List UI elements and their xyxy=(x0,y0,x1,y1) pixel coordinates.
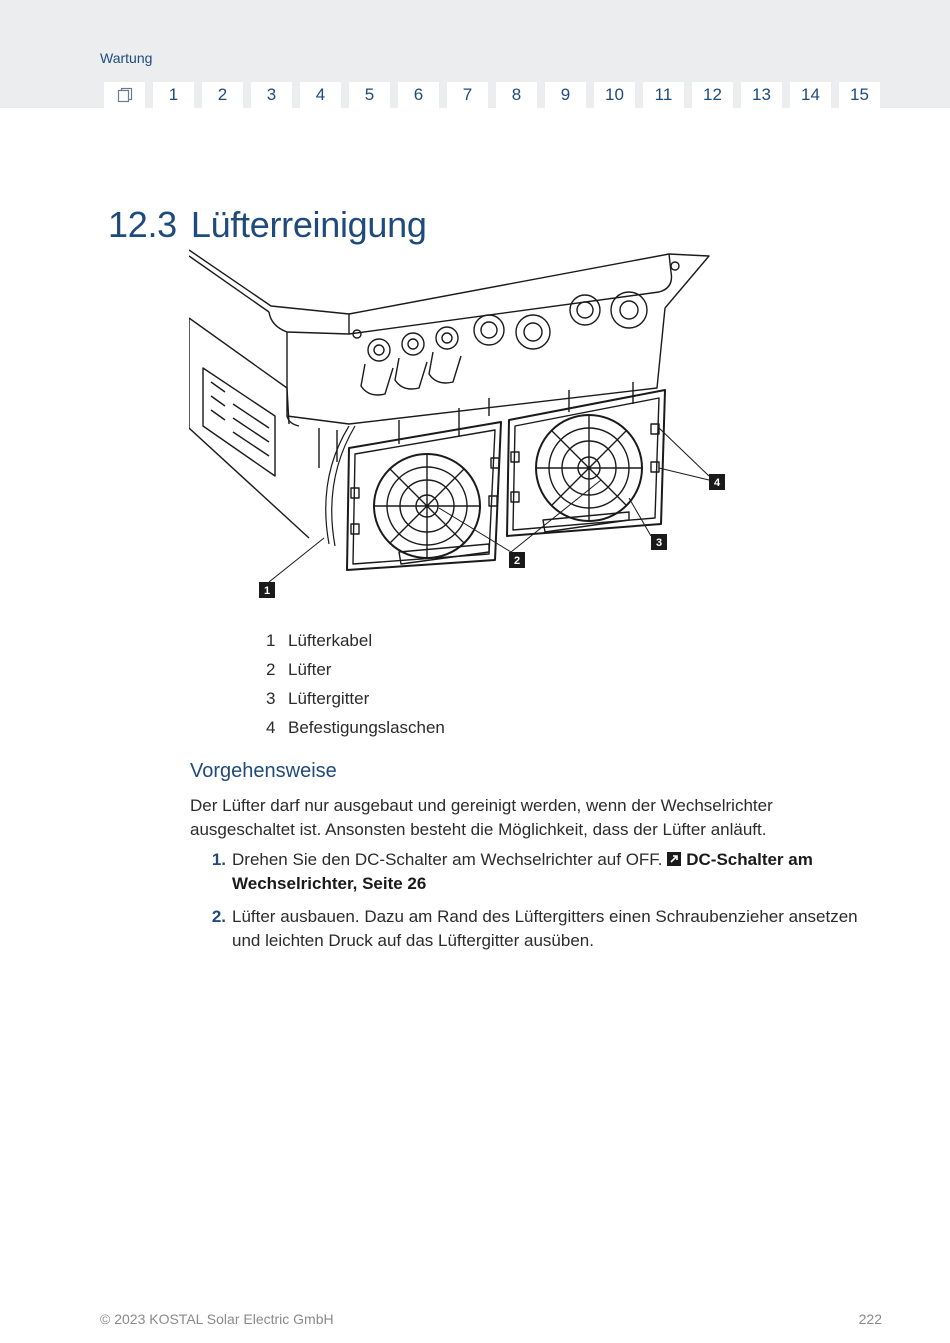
step-item: 1. Drehen Sie den DC-Schalter am Wechsel… xyxy=(190,848,880,896)
step-number: 1. xyxy=(211,850,226,869)
callout-3: 3 xyxy=(656,537,662,549)
callout-4: 4 xyxy=(714,477,721,489)
legend-item: 3 Lüftergitter xyxy=(262,684,445,713)
section-label: Wartung xyxy=(100,50,153,66)
callout-2: 2 xyxy=(514,555,520,567)
legend-number: 2 xyxy=(266,659,276,679)
step-text: Lüfter ausbauen. Dazu am Rand des Lüfter… xyxy=(232,907,858,950)
toc-tab[interactable] xyxy=(104,82,145,108)
legend-label: Befestigungslaschen xyxy=(288,717,445,737)
chapter-tab-1[interactable]: 1 xyxy=(153,82,194,108)
step-item: 2. Lüfter ausbauen. Dazu am Rand des Lüf… xyxy=(190,905,880,953)
cross-reference-link[interactable]: DC-Schalter am Wechselrichter, Seite 26 xyxy=(232,850,813,893)
procedure-steps: 1. Drehen Sie den DC-Schalter am Wechsel… xyxy=(190,848,880,962)
toc-icon xyxy=(117,87,132,103)
callout-1-box xyxy=(259,582,275,598)
page-number: 222 xyxy=(858,1311,882,1327)
procedure-heading: Vorgehensweise xyxy=(190,760,337,782)
legend-label: Lüfterkabel xyxy=(288,630,373,650)
chapter-tab-6[interactable]: 6 xyxy=(398,82,439,108)
callout-1: 1 xyxy=(264,585,270,597)
chapter-tab-3[interactable]: 3 xyxy=(251,82,292,108)
legend-label: Lüftergitter xyxy=(288,688,370,708)
chapter-tab-12[interactable]: 12 xyxy=(692,82,733,108)
chapter-tab-9[interactable]: 9 xyxy=(545,82,586,108)
step-text: Drehen Sie den DC-Schalter am Wechselric… xyxy=(232,848,880,896)
legend-number: 4 xyxy=(266,717,276,737)
step-number: 2. xyxy=(211,907,226,926)
heading-number: 12.3 xyxy=(108,204,177,245)
legend-label: Lüfter xyxy=(288,659,332,679)
link-arrow-icon xyxy=(667,852,682,866)
chapter-tab-11[interactable]: 11 xyxy=(643,82,684,108)
legend-number: 1 xyxy=(266,630,276,650)
figure-legend: 1 Lüfterkabel 2 Lüfter 3 Lüftergitter 4 Befe… xyxy=(262,626,445,742)
chapter-tab-15[interactable]: 15 xyxy=(839,82,880,108)
callout-4-box xyxy=(709,474,725,490)
chapter-tab-7[interactable]: 7 xyxy=(447,82,488,108)
cross-reference-text: DC-Schalter am Wechselrichter, Seite 26 xyxy=(232,850,813,893)
legend-item: 4 Befestigungslaschen xyxy=(262,713,445,742)
chapter-tab-8[interactable]: 8 xyxy=(496,82,537,108)
page-heading: 12.3 Lüfterreinigung xyxy=(108,204,427,246)
chapter-nav: 1 2 3 4 5 6 7 8 9 10 11 12 13 14 15 xyxy=(104,82,880,108)
procedure-intro: Der Lüfter darf nur ausgebaut und gerein… xyxy=(190,796,773,839)
legend-item: 2 Lüfter xyxy=(262,655,445,684)
chapter-tab-10[interactable]: 10 xyxy=(594,82,635,108)
chapter-tab-13[interactable]: 13 xyxy=(741,82,782,108)
chapter-tab-2[interactable]: 2 xyxy=(202,82,243,108)
heading-title: Lüfterreinigung xyxy=(190,204,427,245)
step-instruction: Drehen Sie den DC-Schalter am Wechselric… xyxy=(232,850,668,869)
chapter-tab-14[interactable]: 14 xyxy=(790,82,831,108)
callout-3-box xyxy=(651,534,667,550)
footer-copyright: © 2023 KOSTAL Solar Electric GmbH xyxy=(100,1311,334,1327)
callout-2-box xyxy=(509,552,525,568)
fan-illustration: 1 2 3 4 xyxy=(189,249,725,598)
legend-item: 1 Lüfterkabel xyxy=(262,626,445,655)
chapter-tab-5[interactable]: 5 xyxy=(349,82,390,108)
legend-number: 3 xyxy=(266,688,276,708)
chapter-tab-4[interactable]: 4 xyxy=(300,82,341,108)
